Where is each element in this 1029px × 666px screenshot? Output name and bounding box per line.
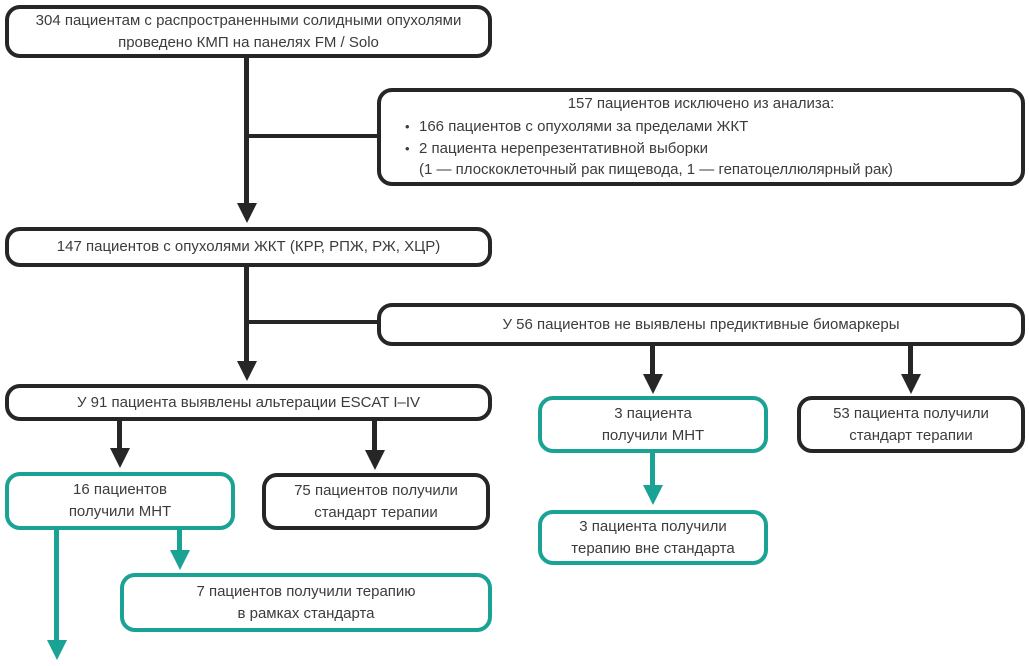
- bullet-icon: •: [405, 118, 410, 134]
- connector-escat-to-standard75-arrowhead: [365, 450, 385, 470]
- node-mnt-3: 3 пациента получили МНТ: [538, 396, 768, 453]
- connector-biomarkers-to-mnt3-arrowhead: [643, 374, 663, 394]
- node-excluded-bullet-row-2: • 2 пациента нерепрезентативной выборки: [399, 138, 1003, 160]
- node-off-standard-3-line1: 3 пациента получили: [579, 517, 727, 535]
- node-excluded-bullet-row-1: • 166 пациентов с опухолями за пределами…: [399, 116, 1003, 138]
- node-excluded-title: 157 пациентов исключено из анализа:: [567, 95, 835, 112]
- connector-total-to-gi-arrowhead: [237, 203, 257, 223]
- node-total-line1: 304 пациентам с распространенными солидн…: [35, 11, 462, 29]
- node-escat-alterations: У 91 пациента выявлены альтерации ESCAT …: [5, 384, 492, 421]
- connector-gi-to-escat-arrowhead: [237, 361, 257, 381]
- connector-total-to-gi-line: [244, 57, 249, 204]
- node-standard-75-line2: стандарт терапии: [314, 503, 438, 521]
- connector-escat-to-standard75-line: [372, 420, 377, 451]
- node-standard-53: 53 пациента получили стандарт терапии: [797, 396, 1025, 453]
- connector-biomarkers-to-standard53-arrowhead: [901, 374, 921, 394]
- connector-gi-to-escat-line: [244, 266, 249, 361]
- node-total-patients: 304 пациентам с распространенными солидн…: [5, 5, 492, 58]
- node-escat-text: У 91 пациента выявлены альтерации ESCAT …: [76, 393, 421, 411]
- node-gi-tumors-text: 147 пациентов с опухолями ЖКТ (КРР, РПЖ,…: [56, 238, 441, 256]
- connector-mnt16-down-arrowhead: [47, 640, 67, 660]
- node-standard-7-line2: в рамках стандарта: [237, 604, 375, 622]
- node-off-standard-3: 3 пациента получили терапию вне стандарт…: [538, 510, 768, 565]
- node-standard-53-line2: стандарт терапии: [849, 426, 973, 444]
- node-standard-75: 75 пациентов получили стандарт терапии: [262, 473, 490, 530]
- node-standard-7-line1: 7 пациентов получили терапию: [196, 582, 416, 600]
- node-no-biomarkers: У 56 пациентов не выявлены предиктивные …: [377, 303, 1025, 346]
- node-off-standard-3-line2: терапию вне стандарта: [571, 539, 735, 557]
- connector-mnt16-down-line: [54, 529, 59, 641]
- node-excluded: 157 пациентов исключено из анализа: • 16…: [377, 88, 1025, 186]
- connector-biomarkers-to-mnt3-line: [650, 345, 655, 375]
- node-total-line2: проведено КМП на панелях FM / Solo: [118, 33, 379, 51]
- connector-mnt3-to-offstandard-line: [650, 452, 655, 486]
- node-mnt-3-line1: 3 пациента: [614, 404, 692, 422]
- node-excluded-bullet-2: 2 пациента нерепрезентативной выборки: [419, 139, 708, 157]
- node-mnt-16: 16 пациентов получили МНТ: [5, 472, 235, 530]
- node-mnt-16-line2: получили МНТ: [68, 503, 172, 520]
- node-no-biomarkers-text: У 56 пациентов не выявлены предиктивные …: [502, 315, 900, 333]
- node-mnt-3-line2: получили МНТ: [601, 426, 705, 444]
- connector-escat-to-mnt16-line: [117, 420, 122, 449]
- node-excluded-bullet-1: 166 пациентов с опухолями за пределами Ж…: [419, 117, 749, 135]
- node-gi-tumors: 147 пациентов с опухолями ЖКТ (КРР, РПЖ,…: [5, 227, 492, 267]
- bullet-icon: •: [405, 140, 410, 156]
- connector-branch-excluded: [247, 134, 379, 138]
- connector-mnt16-to-standard7-arrowhead: [170, 550, 190, 570]
- connector-escat-to-mnt16-arrowhead: [110, 448, 130, 468]
- node-excluded-note: (1 — плоскоклеточный рак пищевода, 1 — г…: [419, 161, 893, 179]
- node-mnt-16-line1: 16 пациентов: [73, 481, 167, 499]
- connector-mnt16-to-standard7-line: [177, 529, 182, 551]
- node-standard-53-line1: 53 пациента получили: [833, 404, 989, 422]
- node-standard-75-line1: 75 пациентов получили: [294, 481, 458, 499]
- connector-branch-no-biomarkers: [247, 320, 379, 324]
- connector-biomarkers-to-standard53-line: [908, 345, 913, 375]
- node-standard-7: 7 пациентов получили терапию в рамках ст…: [120, 573, 492, 632]
- connector-mnt3-to-offstandard-arrowhead: [643, 485, 663, 505]
